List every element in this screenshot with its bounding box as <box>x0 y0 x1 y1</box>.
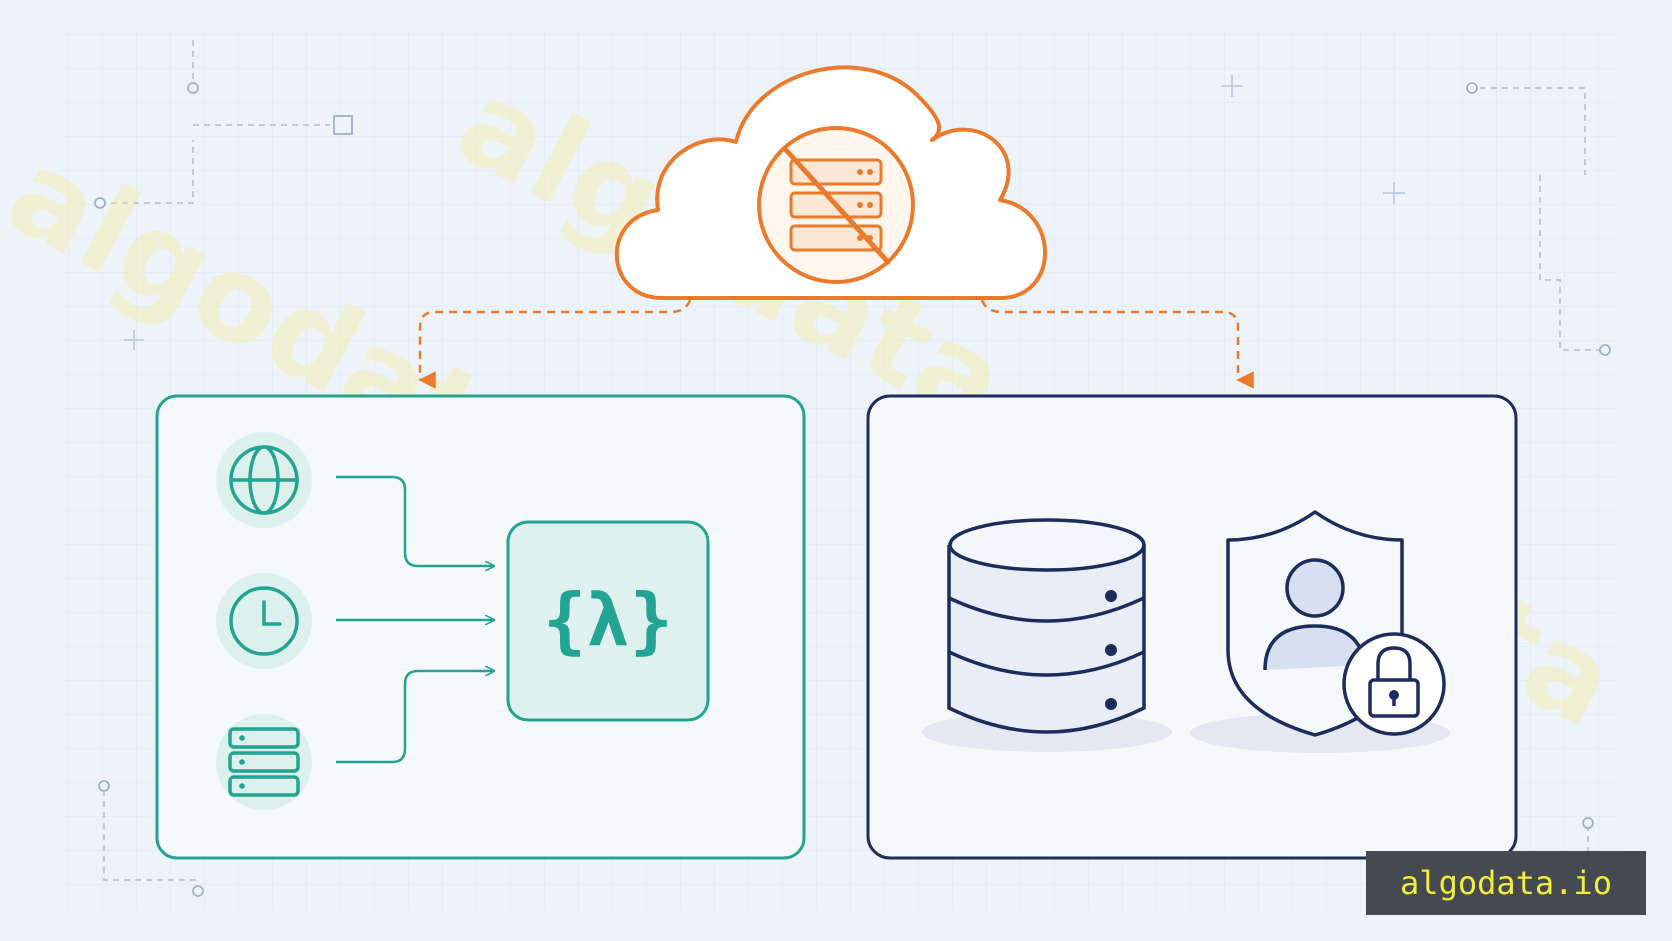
no-server-icon <box>757 126 915 284</box>
brand-label: algodata.io <box>1400 864 1612 902</box>
cloud-connectors <box>418 299 1254 389</box>
decorative-circuit-nodes <box>94 82 1611 897</box>
lambda-function-icon: {λ} <box>506 520 710 722</box>
trigger-arrows <box>336 475 494 764</box>
compute-panel: {λ} <box>155 394 806 860</box>
clock-icon <box>216 573 312 669</box>
svg-text:{λ}: {λ} <box>543 578 673 662</box>
managed-services-panel <box>866 394 1518 860</box>
globe-icon <box>216 432 312 528</box>
arrow-globe-to-lambda <box>336 475 494 566</box>
server-stack-icon <box>216 714 312 810</box>
decorative-plus-marks <box>124 75 1405 350</box>
connector-left-arrow <box>418 299 692 389</box>
shield-user-lock-icon <box>1190 510 1450 753</box>
brand-badge: algodata.io <box>1366 851 1646 915</box>
decorative-circuit-lines <box>100 40 1605 881</box>
connector-right-arrow <box>980 299 1254 389</box>
database-icon <box>922 518 1172 752</box>
arrow-server-to-lambda <box>336 671 494 764</box>
